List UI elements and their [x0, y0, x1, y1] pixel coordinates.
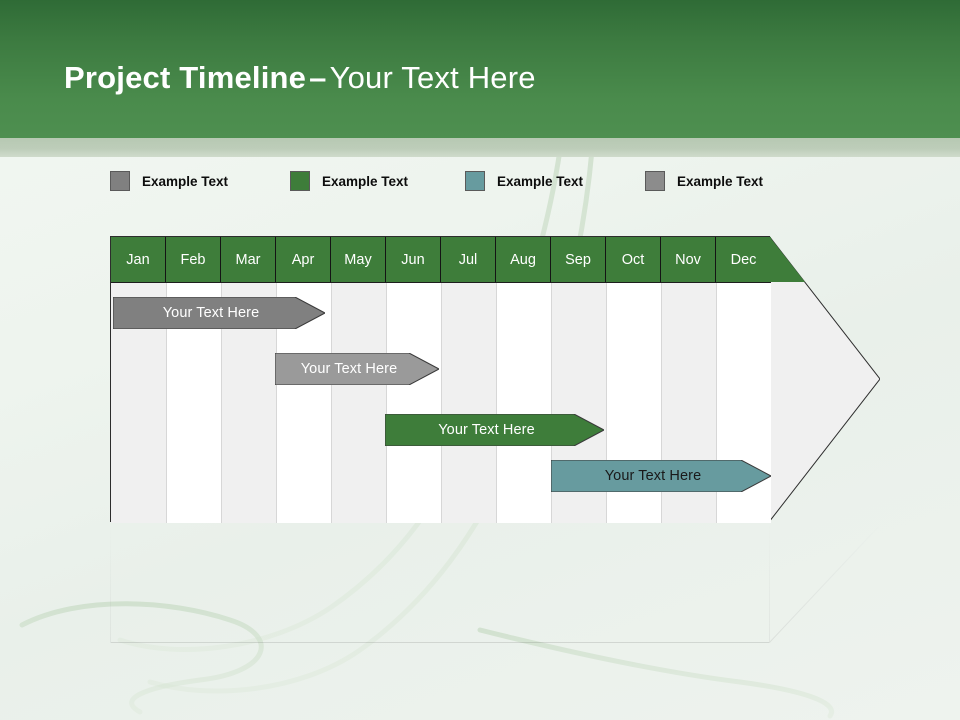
task-bar-3-label: Your Text Here	[438, 422, 535, 438]
task-bar-2[interactable]: Your Text Here	[275, 353, 439, 385]
reflection-arrow	[769, 525, 880, 643]
chart-reflection	[110, 523, 880, 643]
legend: Example Text Example Text Example Text E…	[110, 168, 810, 194]
month-header-cell-jul[interactable]: Jul	[441, 237, 496, 283]
month-header-cell-oct[interactable]: Oct	[606, 237, 661, 283]
month-column-jan	[111, 237, 166, 523]
column-separator	[441, 237, 442, 523]
timeline-arrow-head	[769, 236, 880, 522]
month-header-cell-may[interactable]: May	[331, 237, 386, 283]
task-bar-1-label: Your Text Here	[162, 305, 260, 321]
task-bar-2-shape	[275, 353, 439, 385]
month-header-cell-mar[interactable]: Mar	[221, 237, 276, 283]
month-header-cell-dec[interactable]: Dec	[716, 237, 771, 283]
legend-label-2: Example Text	[322, 173, 409, 189]
legend-swatch-gray-dark	[110, 171, 130, 191]
task-bar-3[interactable]: Your Text Here	[385, 414, 604, 446]
month-header-cell-sep[interactable]: Sep	[551, 237, 606, 283]
page-title-dash: –	[309, 60, 327, 95]
column-separator	[496, 237, 497, 523]
column-separator	[661, 237, 662, 523]
column-separator	[166, 237, 167, 523]
legend-item-1[interactable]: Example Text	[110, 168, 228, 194]
legend-label-4: Example Text	[677, 173, 764, 189]
task-bar-4[interactable]: Your Text Here	[551, 460, 771, 492]
legend-swatch-green	[290, 171, 310, 191]
task-bar-1[interactable]: Your Text Here	[113, 297, 325, 329]
title-banner	[0, 0, 960, 138]
legend-item-2[interactable]: Example Text	[290, 168, 408, 194]
month-header-cell-jun[interactable]: Jun	[386, 237, 441, 283]
legend-swatch-gray-light	[645, 171, 665, 191]
task-bar-4-shape	[551, 460, 771, 492]
legend-label-3: Example Text	[497, 173, 584, 189]
column-separator	[716, 237, 717, 523]
column-separator	[606, 237, 607, 523]
title-banner-accent-strip	[0, 138, 960, 157]
legend-label-1: Example Text	[142, 173, 229, 189]
legend-swatch-teal	[465, 171, 485, 191]
month-header-cell-feb[interactable]: Feb	[166, 237, 221, 283]
task-bar-1-shape	[113, 297, 325, 329]
page-title: Project Timeline–Your Text Here	[64, 60, 536, 96]
legend-item-4[interactable]: Example Text	[645, 168, 763, 194]
month-column-feb	[166, 237, 221, 523]
month-header-cell-nov[interactable]: Nov	[661, 237, 716, 283]
page-title-bold: Project Timeline	[64, 60, 307, 95]
month-header-underline	[111, 282, 771, 283]
month-header-cell-aug[interactable]: Aug	[496, 237, 551, 283]
reflection-sides	[110, 525, 770, 643]
month-column-aug	[496, 237, 551, 523]
month-header-cell-jan[interactable]: Jan	[111, 237, 166, 283]
month-column-jul	[441, 237, 496, 523]
task-bar-3-shape	[385, 414, 604, 446]
task-bar-4-label: Your Text Here	[604, 468, 702, 484]
month-header-cell-apr[interactable]: Apr	[276, 237, 331, 283]
month-column-mar	[221, 237, 276, 523]
page-title-light: Your Text Here	[329, 60, 536, 95]
column-separator	[551, 237, 552, 523]
legend-item-3[interactable]: Example Text	[465, 168, 583, 194]
task-bar-2-label: Your Text Here	[300, 361, 398, 377]
reflection-top-line	[110, 642, 770, 643]
column-separator	[221, 237, 222, 523]
